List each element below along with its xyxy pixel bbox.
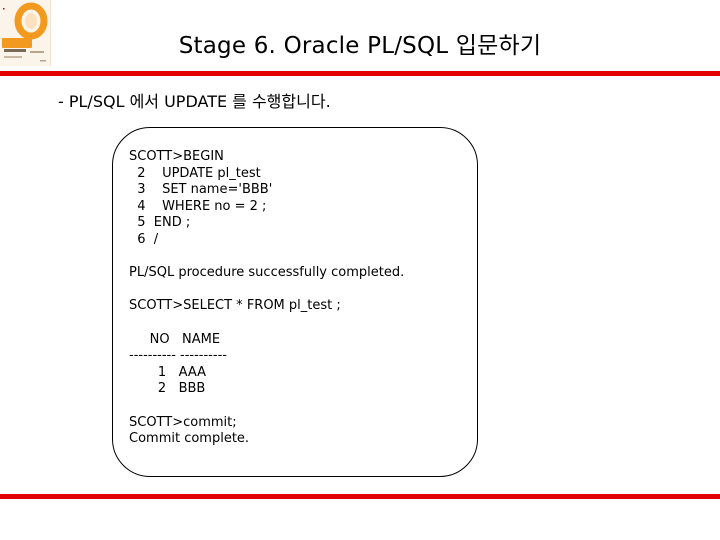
book-cover-logo bbox=[0, 0, 51, 66]
slide-subtitle: - PL/SQL 에서 UPDATE 를 수행합니다. bbox=[58, 92, 331, 111]
code-line bbox=[129, 282, 404, 299]
code-line bbox=[129, 398, 404, 415]
code-line: SCOTT>BEGIN bbox=[129, 149, 224, 164]
code-line: 1 AAA bbox=[129, 364, 206, 380]
bottom-divider bbox=[0, 494, 720, 499]
top-divider bbox=[0, 71, 720, 76]
slide-title: Stage 6. Oracle PL/SQL 입문하기 bbox=[178, 33, 542, 59]
code-line: SCOTT>SELECT * FROM pl_test ; bbox=[129, 298, 341, 314]
code-line: Commit complete. bbox=[129, 431, 250, 447]
code-line: ---------- ---------- bbox=[129, 348, 227, 364]
code-line: 3 SET name='BBB' bbox=[129, 182, 273, 198]
code-listing: SCOTT>BEGIN 2 UPDATE pl_test 3 SET name=… bbox=[129, 149, 404, 448]
code-line: 2 UPDATE pl_test bbox=[129, 165, 261, 181]
code-panel-frame bbox=[112, 127, 478, 477]
code-line: PL/SQL procedure successfully completed. bbox=[129, 265, 405, 281]
code-line: 6 / bbox=[129, 231, 159, 247]
code-line: SCOTT>commit; bbox=[129, 414, 237, 430]
code-line: 5 END ; bbox=[129, 215, 191, 231]
code-line: 4 WHERE no = 2 ; bbox=[129, 198, 267, 214]
code-line bbox=[129, 249, 404, 266]
book-cover-icon bbox=[0, 0, 50, 66]
code-line: 2 BBB bbox=[129, 381, 206, 397]
code-line: NO NAME bbox=[129, 331, 221, 347]
code-line bbox=[129, 315, 404, 332]
